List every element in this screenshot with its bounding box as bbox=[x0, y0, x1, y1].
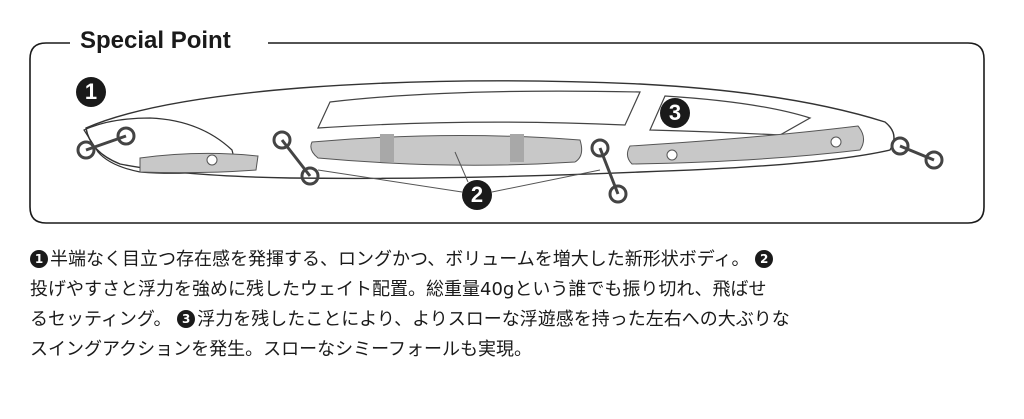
marker-2: 2 bbox=[462, 180, 492, 210]
description-line-2: 投げやすさと浮力を強めに残したウェイト配置。総重量40gという誰でも振り切れ、飛… bbox=[30, 279, 767, 300]
weight-center bbox=[310, 134, 583, 166]
section-title: Special Point bbox=[74, 26, 237, 56]
weight-front bbox=[139, 152, 259, 174]
weight-rear bbox=[626, 125, 864, 165]
marker-1-inline: 1 bbox=[30, 250, 48, 268]
description-line-4: スイングアクションを発生。スローなシミーフォールも実現。 bbox=[30, 339, 533, 360]
lure-illustration bbox=[76, 80, 944, 204]
marker-3-inline: 3 bbox=[177, 310, 196, 328]
marker-1: 1 bbox=[76, 77, 106, 107]
marker-3: 3 bbox=[660, 98, 690, 128]
marker-2-inline: 2 bbox=[755, 250, 774, 268]
special-point-frame bbox=[29, 42, 985, 224]
